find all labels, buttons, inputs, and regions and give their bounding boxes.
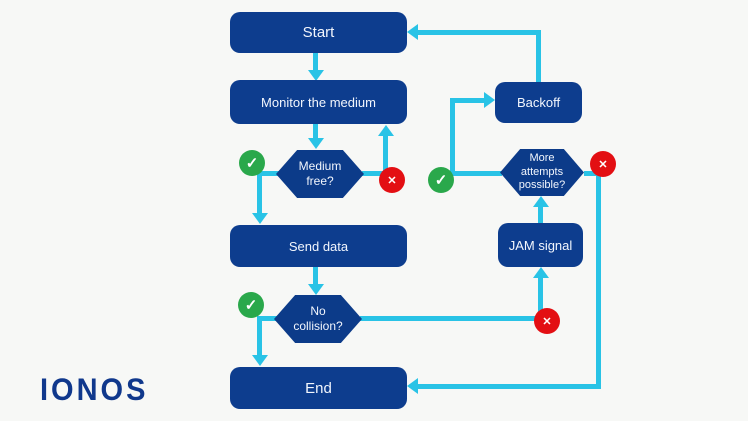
node-more-attempts: More attempts possible? bbox=[500, 149, 584, 196]
ionos-logo-text: IONOS bbox=[40, 373, 149, 408]
node-send-data: Send data bbox=[230, 225, 407, 267]
yes-badge-medium-free: ✓ bbox=[239, 150, 265, 176]
edge-jam-moreattempts-arrowhead-icon bbox=[533, 196, 549, 207]
edge-nocollision-no-arrowhead-icon bbox=[533, 267, 549, 278]
yes-badge-no-collision: ✓ bbox=[238, 292, 264, 318]
edge-nocollision-yes-arrowhead-icon bbox=[252, 355, 268, 366]
edge-monitor-mediumfree-arrowhead-icon bbox=[308, 138, 324, 149]
edge-mediumfree-yes-hline bbox=[257, 171, 279, 176]
node-monitor-medium-label: Monitor the medium bbox=[261, 94, 376, 110]
ionos-logo: IONOS bbox=[40, 373, 148, 409]
edge-moreattempts-no-hline1 bbox=[584, 171, 601, 176]
check-icon: ✓ bbox=[244, 297, 258, 314]
edge-backoff-start-vline bbox=[536, 32, 541, 82]
node-start: Start bbox=[230, 12, 407, 53]
edge-moreattempts-no-arrowhead-icon bbox=[407, 378, 418, 394]
no-badge-more-attempts: ✕ bbox=[590, 151, 616, 177]
edge-backoff-start-hline bbox=[418, 30, 541, 35]
node-jam-signal-label: JAM signal bbox=[508, 237, 573, 253]
check-icon: ✓ bbox=[434, 172, 448, 189]
edge-moreattempts-yes-hline2 bbox=[450, 98, 486, 103]
node-end: End bbox=[230, 367, 407, 409]
yes-badge-more-attempts: ✓ bbox=[428, 167, 454, 193]
edge-senddata-nocollision-arrowhead-icon bbox=[308, 284, 324, 295]
node-medium-free: Medium free? bbox=[276, 150, 364, 198]
node-medium-free-label: Medium free? bbox=[298, 159, 342, 188]
edge-senddata-nocollision-line bbox=[313, 267, 318, 285]
edge-mediumfree-no-hline bbox=[362, 171, 388, 176]
node-backoff: Backoff bbox=[495, 82, 582, 123]
edge-nocollision-yes-vline bbox=[257, 316, 262, 356]
edge-mediumfree-yes-vline bbox=[257, 171, 262, 214]
check-icon: ✓ bbox=[245, 155, 259, 172]
edge-mediumfree-yes-arrowhead-icon bbox=[252, 213, 268, 224]
edge-mediumfree-no-vline bbox=[383, 136, 388, 176]
no-badge-medium-free: ✕ bbox=[379, 167, 405, 193]
node-start-label: Start bbox=[302, 24, 335, 41]
node-more-attempts-label: More attempts possible? bbox=[518, 151, 566, 192]
edge-moreattempts-no-hline2 bbox=[418, 384, 601, 389]
no-badge-no-collision: ✕ bbox=[534, 308, 560, 334]
edge-start-monitor-line bbox=[313, 53, 318, 71]
node-end-label: End bbox=[305, 379, 332, 397]
node-monitor-medium: Monitor the medium bbox=[230, 80, 407, 124]
node-backoff-label: Backoff bbox=[516, 95, 561, 110]
edge-nocollision-no-hline bbox=[360, 316, 543, 321]
cross-icon: ✕ bbox=[598, 158, 608, 171]
edge-mediumfree-no-arrowhead-icon bbox=[378, 125, 394, 136]
edge-nocollision-no-vline bbox=[538, 277, 543, 319]
edge-moreattempts-yes-hline1 bbox=[450, 171, 502, 176]
node-send-data-label: Send data bbox=[288, 238, 349, 254]
edge-backoff-start-arrowhead-icon bbox=[407, 24, 418, 40]
edge-start-monitor-arrowhead-icon bbox=[308, 70, 324, 81]
edge-monitor-mediumfree-line bbox=[313, 124, 318, 138]
cross-icon: ✕ bbox=[542, 315, 552, 328]
node-no-collision-label: No collision? bbox=[293, 304, 343, 333]
edge-moreattempts-no-vline bbox=[596, 171, 601, 389]
node-no-collision: No collision? bbox=[274, 295, 362, 343]
edge-nocollision-yes-hline bbox=[257, 316, 277, 321]
cross-icon: ✕ bbox=[387, 174, 397, 187]
edge-moreattempts-yes-arrowhead-icon bbox=[484, 92, 495, 108]
edge-jam-moreattempts-line bbox=[538, 207, 543, 224]
edge-moreattempts-yes-vline bbox=[450, 98, 455, 174]
node-jam-signal: JAM signal bbox=[498, 223, 583, 267]
